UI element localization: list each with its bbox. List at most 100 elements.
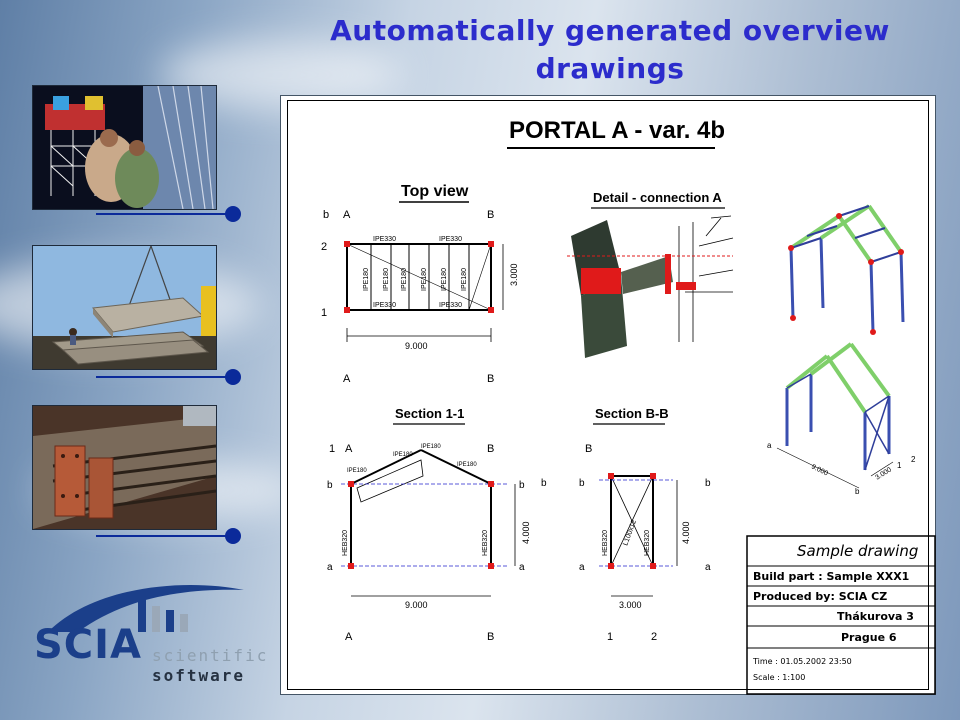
iso-dim-length: 9.000 (810, 464, 829, 478)
view-title-detail: Detail - connection A (593, 190, 722, 205)
top-axis-B-bottom: B (487, 373, 494, 385)
sec1-axis-a: a (327, 562, 333, 573)
secB-axis-b: b (579, 478, 585, 489)
top-beam-label: IPE330 (373, 236, 396, 243)
top-axis-B: B (487, 209, 494, 221)
secB-dim-height: 4.000 (681, 521, 691, 544)
connector-dot (225, 528, 241, 544)
top-col-label: IPE180 (401, 268, 408, 291)
top-view-nodes (344, 241, 494, 313)
section-b-b-frame (599, 475, 678, 597)
section-1-1-frame (341, 449, 516, 597)
sec1-axis-b-right: b (519, 480, 525, 491)
photo-analysis-model (32, 85, 217, 210)
iso-dim-width: 3.000 (874, 466, 893, 481)
sec1-col-label: HEB320 (342, 530, 349, 556)
section-1-1-nodes (348, 481, 494, 569)
sec1-axis-1: 1 (329, 443, 335, 455)
secB-axis-B: B (585, 443, 592, 455)
secB-axis-b-left: b (541, 478, 547, 489)
connector-dot (225, 206, 241, 222)
sec1-rafter-label: IPE180 (421, 444, 441, 450)
top-col-label: IPE180 (461, 268, 468, 291)
title-block-build-part: Build part : Sample XXX1 (753, 570, 909, 583)
top-col-label: IPE180 (383, 268, 390, 291)
secB-dim-width: 3.000 (619, 600, 642, 610)
view-title-section-1-1: Section 1-1 (395, 406, 464, 421)
sec1-rafter-label: IPE180 (347, 468, 367, 474)
sec1-rafter-label: IPE180 (393, 452, 413, 458)
connector-dot (225, 369, 241, 385)
logo-subtitle-software: software (152, 666, 246, 685)
secB-axis-2: 2 (651, 631, 657, 643)
top-dim-length: 9.000 (405, 341, 428, 351)
drawing-canvas: PORTAL A - var. 4b Top view A B b 2 1 A … (321, 117, 936, 695)
iso-label-2: 2 (911, 455, 916, 464)
drawing-title: PORTAL A - var. 4b (509, 117, 725, 144)
detail-connection-art (567, 215, 734, 358)
title-block-city: Prague 6 (841, 631, 897, 644)
top-axis-A: A (343, 209, 351, 221)
title-block-street: Thákurova 3 (837, 610, 914, 623)
sec1-axis-B: B (487, 443, 494, 455)
top-beam-label: IPE330 (439, 236, 462, 243)
iso-label-a: a (767, 441, 772, 450)
photo-precast-panels-art (33, 246, 216, 369)
iso-label-1: 1 (897, 461, 902, 470)
top-axis-b: b (323, 209, 329, 221)
logo-name: SCIA (34, 622, 143, 668)
secB-axis-a-right: a (705, 562, 711, 573)
sec1-axis-A: A (345, 443, 353, 455)
sec1-axis-b: b (327, 480, 333, 491)
top-axis-A-bottom: A (343, 373, 351, 385)
photo-steel-beams-art (33, 406, 216, 529)
iso-label-b: b (855, 487, 860, 496)
sec1-dim-height: 4.000 (521, 521, 531, 544)
isometric-view-lower: 9.000 3.000 a b 1 2 (767, 342, 916, 496)
section-b-b-nodes (608, 473, 656, 569)
connector-line (96, 213, 232, 215)
connector-line (96, 535, 232, 537)
drawing-sheet: PORTAL A - var. 4b Top view A B b 2 1 A … (280, 95, 936, 695)
top-col-label: IPE180 (363, 268, 370, 291)
top-col-label: IPE180 (441, 268, 448, 291)
scia-logo: SCIA scientific software (34, 580, 266, 690)
secB-col-label: HEB320 (644, 530, 651, 556)
photo-precast-panels (32, 245, 217, 370)
top-beam-label: IPE330 (373, 302, 396, 309)
top-axis-2: 2 (321, 241, 327, 253)
title-block (746, 535, 936, 695)
title-block-produced-by: Produced by: SCIA CZ (753, 590, 887, 603)
isometric-view-upper (788, 204, 905, 335)
sec1-axis-B-bottom: B (487, 631, 494, 643)
title-block-scale: Scale : 1:100 (753, 673, 805, 682)
slide-title-line1: Automatically generated overview (330, 14, 890, 47)
sec1-rafter-label: IPE180 (457, 462, 477, 468)
logo-swoosh (48, 585, 244, 632)
secB-axis-b-right: b (705, 478, 711, 489)
sec1-dim-length: 9.000 (405, 600, 428, 610)
secB-axis-1: 1 (607, 631, 613, 643)
sec1-axis-A-bottom: A (345, 631, 353, 643)
top-dim-width: 3.000 (509, 263, 519, 286)
title-block-time: Time : 01.05.2002 23:50 (752, 657, 852, 666)
top-beam-label: IPE330 (439, 302, 462, 309)
top-view-plan (346, 243, 504, 342)
photo-steel-beams (32, 405, 217, 530)
logo-subtitle-scientific: scientific (152, 646, 269, 665)
sec1-axis-a-right: a (519, 562, 525, 573)
view-title-section-b-b: Section B-B (595, 406, 669, 421)
secB-axis-a: a (579, 562, 585, 573)
view-title-top: Top view (401, 183, 469, 200)
photo-analysis-model-art (33, 86, 216, 209)
drawing-frame (287, 100, 929, 690)
top-axis-1: 1 (321, 307, 327, 319)
secB-col-label: HEB320 (602, 530, 609, 556)
connector-line (96, 376, 232, 378)
title-block-name: Sample drawing (797, 542, 918, 560)
sec1-col-label: HEB320 (482, 530, 489, 556)
slide-title-line2: drawings (535, 52, 685, 85)
slide-title: Automatically generated overview drawing… (290, 12, 930, 88)
top-col-label: IPE180 (421, 268, 428, 291)
secB-brace-label: L100x12 (622, 519, 638, 547)
